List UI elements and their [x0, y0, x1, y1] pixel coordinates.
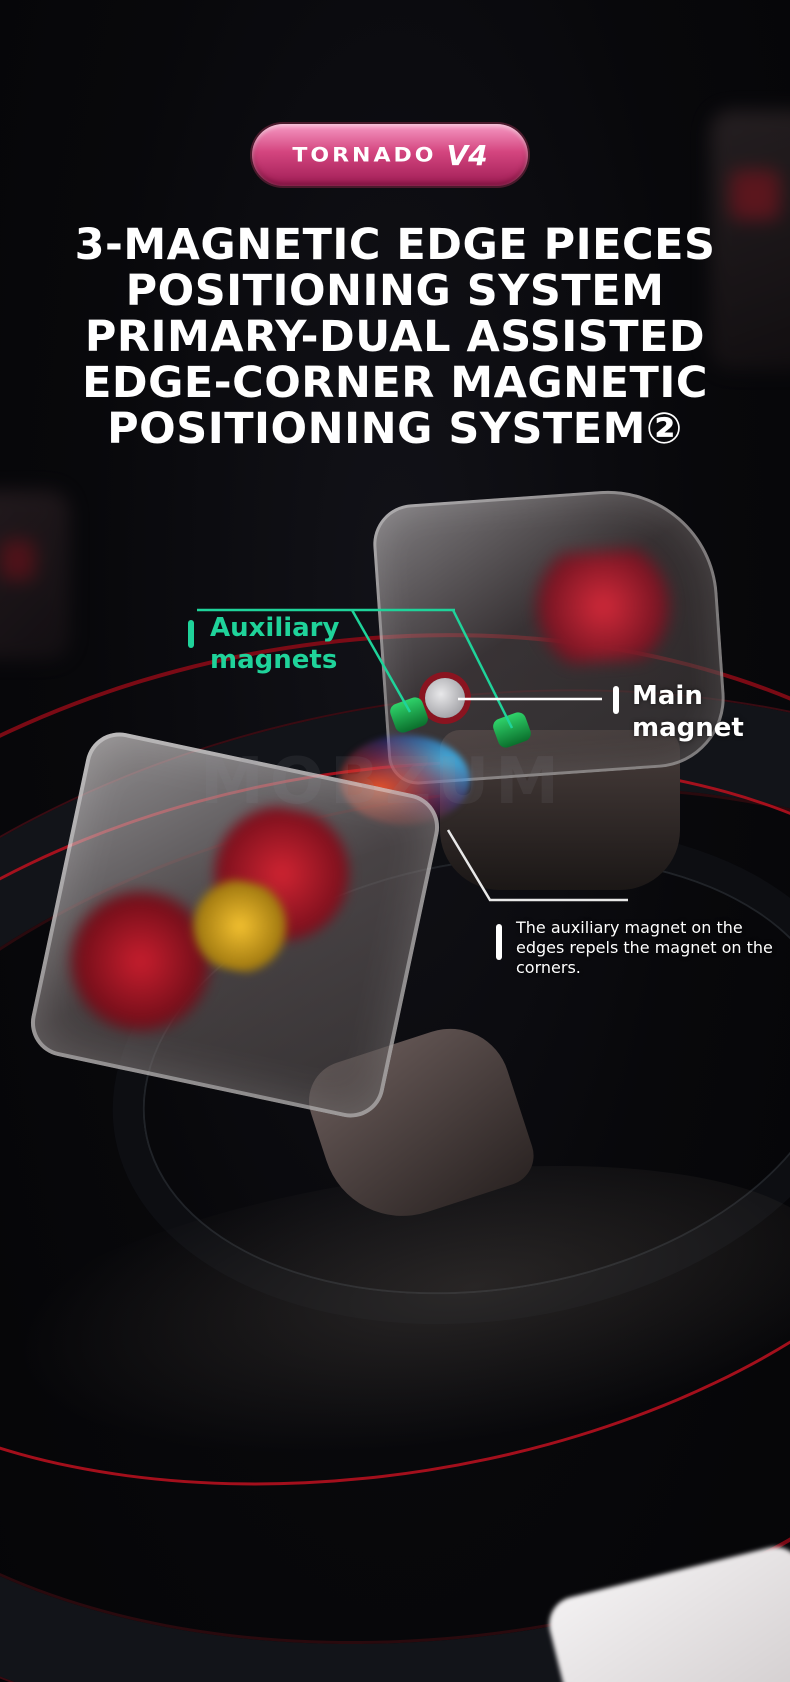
brand-name: TORNADO — [292, 143, 437, 167]
headline-line: PRIMARY-DUAL ASSISTED — [84, 312, 706, 362]
watermark: MOBZUM — [200, 745, 565, 819]
brand-version: V4 — [446, 138, 488, 172]
headline: 3-MAGNETIC EDGE PIECES POSITIONING SYSTE… — [0, 222, 790, 452]
headline-line: EDGE-CORNER MAGNETIC — [82, 358, 708, 408]
main-magnet — [425, 678, 465, 718]
auxiliary-magnets-label: Auxiliary magnets — [210, 613, 340, 675]
main-label-marker — [613, 686, 619, 714]
brand-badge: TORNADO V4 — [252, 124, 528, 186]
aux-label-marker — [188, 620, 194, 648]
blurred-cube-left — [0, 490, 70, 660]
note-label-marker — [496, 924, 502, 960]
main-magnet-label: Main magnet — [632, 681, 744, 743]
headline-line: POSITIONING SYSTEM — [125, 266, 665, 316]
repel-note-label: The auxiliary magnet on the edges repels… — [516, 918, 773, 977]
headline-line: 3-MAGNETIC EDGE PIECES — [74, 220, 716, 270]
blurred-cube-right — [710, 110, 790, 370]
headline-line: POSITIONING SYSTEM② — [107, 404, 683, 454]
